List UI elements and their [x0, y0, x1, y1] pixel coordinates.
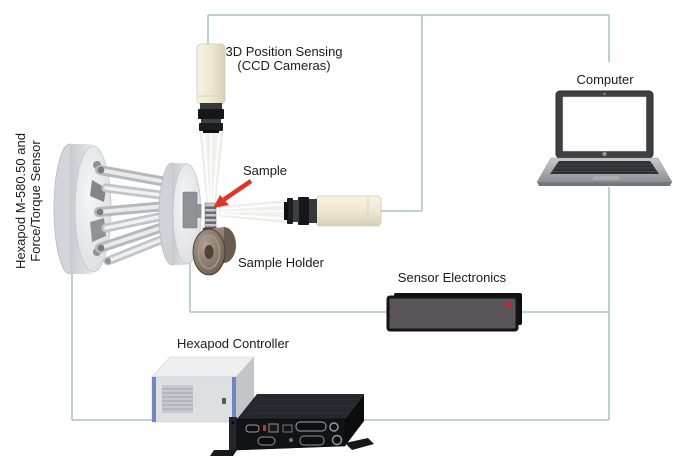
controller-connectors	[245, 421, 343, 446]
force-torque-sensor-plate	[182, 191, 202, 229]
hexapod-illustration	[53, 143, 202, 275]
laptop-illustration	[536, 90, 673, 186]
camera-body	[196, 43, 226, 105]
label-3d-position-sensing: 3D Position Sensing (CCD Cameras)	[225, 44, 343, 73]
hexapod-struts	[94, 165, 173, 266]
camera-lens	[198, 103, 224, 133]
vent-grille	[162, 385, 193, 413]
laptop-front-edge	[537, 182, 672, 186]
label-sample-holder: Sample Holder	[238, 255, 324, 270]
label-computer: Computer	[576, 72, 634, 87]
sample-holder-illustration	[192, 227, 236, 276]
laptop-screen	[562, 96, 647, 152]
power-led	[505, 301, 511, 307]
laptop-keyboard	[550, 161, 659, 174]
ccd-camera-vertical	[196, 43, 226, 133]
ccd-camera-horizontal	[284, 195, 382, 227]
sample-arrow	[213, 179, 253, 208]
label-sensor-electronics: Sensor Electronics	[397, 270, 507, 285]
rack-controller-illustration	[151, 356, 255, 423]
laptop-touchpad	[592, 176, 620, 180]
camera-beams	[199, 131, 291, 224]
camera-lens	[284, 197, 317, 225]
compact-controller-illustration	[210, 394, 374, 456]
label-hexapod-controller: Hexapod Controller	[176, 336, 290, 351]
laptop-logo-icon	[602, 151, 607, 157]
label-sample: Sample	[242, 163, 288, 178]
webcam-icon	[603, 92, 606, 96]
sensor-electronics-box	[386, 293, 522, 332]
camera-body	[315, 195, 382, 227]
sensor-electronics-front	[386, 295, 519, 332]
label-hexapod-force-torque-sensor: Hexapod M-580.50 and Force/Torque Sensor	[13, 133, 43, 269]
